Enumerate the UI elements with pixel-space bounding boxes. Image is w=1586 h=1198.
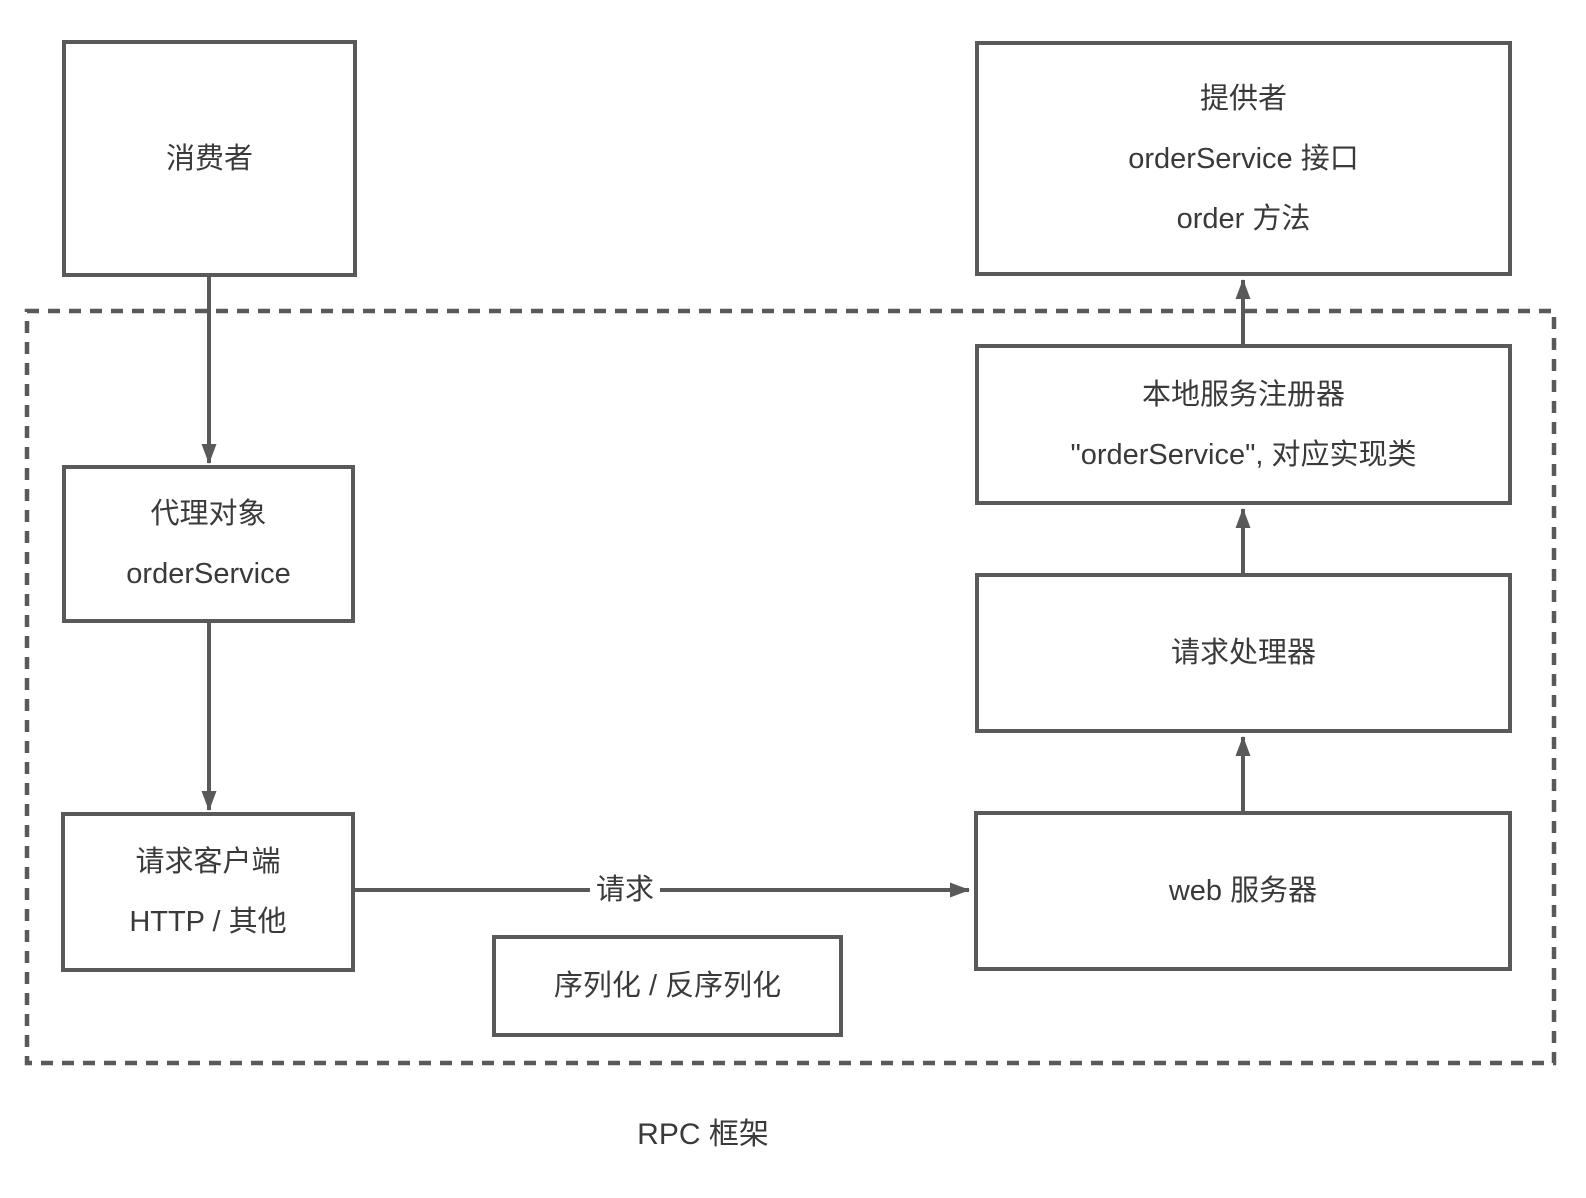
node-proxy-label-2: orderService bbox=[126, 558, 291, 590]
node-proxy-object: 代理对象 orderService bbox=[62, 465, 355, 623]
node-consumer: 消费者 bbox=[62, 40, 357, 277]
node-web-server: web 服务器 bbox=[974, 811, 1512, 971]
node-consumer-label: 消费者 bbox=[165, 142, 253, 175]
node-web-server-label: web 服务器 bbox=[1168, 875, 1318, 907]
node-request-handler: 请求处理器 bbox=[975, 573, 1512, 733]
node-local-service-registry: 本地服务注册器 "orderService", 对应实现类 bbox=[975, 344, 1512, 505]
node-local-registry-label-2: "orderService", 对应实现类 bbox=[1070, 438, 1417, 471]
node-local-registry-label-1: 本地服务注册器 bbox=[1141, 378, 1345, 411]
node-provider-label-3: order 方法 bbox=[1176, 202, 1311, 235]
node-request-client-label-1: 请求客户端 bbox=[135, 846, 281, 878]
node-request-client-label-2: HTTP / 其他 bbox=[129, 906, 287, 938]
node-serialization-label: 序列化 / 反序列化 bbox=[553, 970, 782, 1002]
node-serialization: 序列化 / 反序列化 bbox=[492, 935, 843, 1037]
edge-label-request: 请求 bbox=[589, 870, 661, 910]
node-request-client: 请求客户端 HTTP / 其他 bbox=[61, 812, 355, 972]
rpc-frame-dashed-border bbox=[24, 308, 1557, 1066]
rpc-frame-caption: RPC 框架 bbox=[637, 1118, 769, 1151]
node-provider-label-2: orderService 接口 bbox=[1128, 142, 1359, 175]
node-provider: 提供者 orderService 接口 order 方法 bbox=[975, 41, 1512, 276]
node-proxy-label-1: 代理对象 bbox=[150, 498, 267, 530]
node-request-handler-label: 请求处理器 bbox=[1170, 637, 1316, 669]
node-provider-label-1: 提供者 bbox=[1199, 82, 1287, 115]
